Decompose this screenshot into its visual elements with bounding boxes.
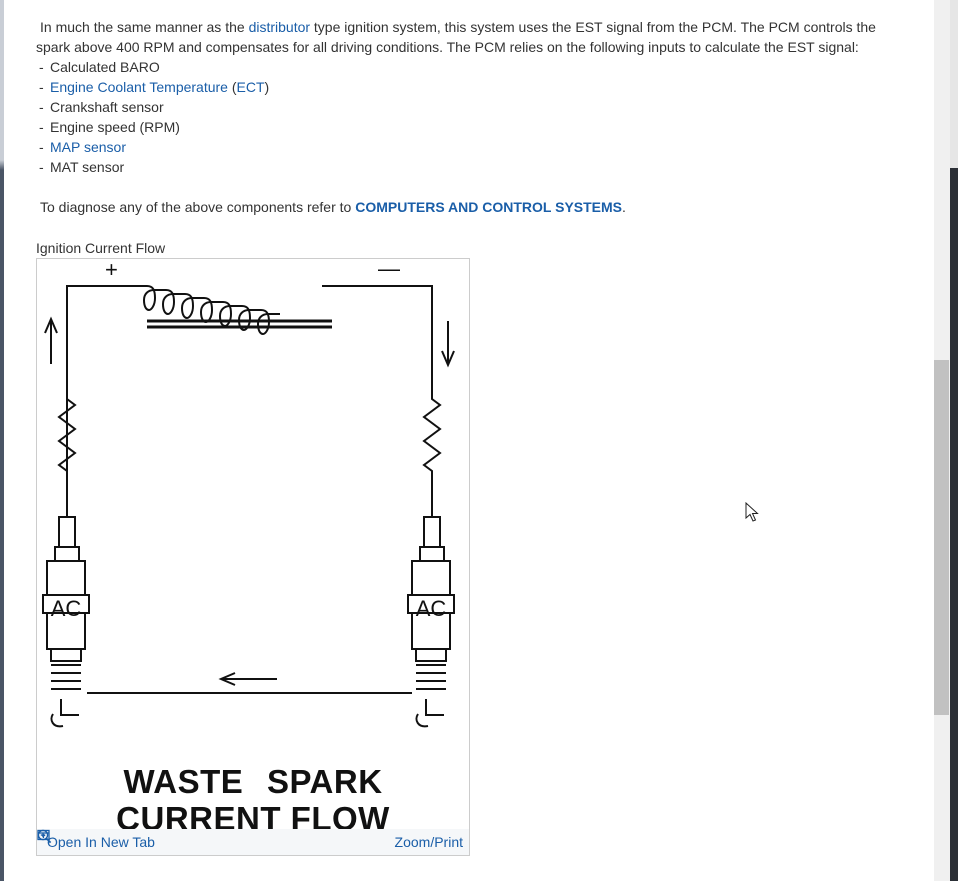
minus-sign: — (378, 259, 400, 281)
left-resistor (57, 379, 77, 517)
article-content: In much the same manner as the distribut… (36, 17, 906, 217)
left-arrow (218, 672, 277, 686)
figure-title-line-1: WASTE SPARK (123, 763, 383, 800)
intro-paragraph: In much the same manner as the distribut… (36, 17, 906, 57)
open-in-new-tab-label: Open In New Tab (47, 834, 155, 850)
left-plug-label: AC (51, 596, 82, 621)
list-item: -Calculated BARO (39, 59, 160, 75)
zoom-print-label: Zoom/Print (394, 834, 463, 850)
left-window-edge (0, 0, 4, 881)
down-arrow (441, 321, 455, 368)
right-spark-plug (407, 516, 455, 728)
diagnose-paragraph: To diagnose any of the above components … (40, 199, 626, 215)
list-item: -Engine Coolant Temperature (ECT) (39, 79, 270, 95)
list-item-text: Engine speed (RPM) (50, 119, 180, 135)
plus-sign: + (105, 259, 118, 282)
list-item: -MAT sensor (39, 159, 125, 175)
ignition-figure: + — AC AC WASTE SPARK CURRENT FLOW Open … (36, 258, 470, 856)
engine-coolant-temperature-link[interactable]: Engine Coolant Temperature (50, 79, 228, 95)
list-item-text: MAT sensor (50, 159, 125, 175)
intro-text-1: In much the same manner as the (40, 19, 249, 35)
scrollbar-thumb[interactable] (934, 360, 949, 715)
coil-core (147, 319, 332, 329)
up-arrow (44, 316, 58, 364)
list-item-text: Crankshaft sensor (50, 99, 164, 115)
map-sensor-link[interactable]: MAP sensor (50, 139, 126, 155)
ect-link[interactable]: ECT (236, 79, 265, 95)
distributor-link[interactable]: distributor (248, 19, 311, 35)
list-item-text: Calculated BARO (50, 59, 160, 75)
left-wire (66, 285, 147, 499)
figure-caption: Ignition Current Flow (36, 240, 166, 256)
left-spark-plug (42, 516, 90, 728)
intro-text-2: type ignition system, this system uses t… (36, 19, 876, 55)
list-item: -Engine speed (RPM) (39, 119, 180, 135)
open-in-new-tab-button[interactable]: Open In New Tab (37, 829, 155, 850)
figure-toolbar: Open In New Tab Zoom/Print (37, 829, 469, 855)
list-item: -MAP sensor (39, 139, 126, 155)
list-item: -Crankshaft sensor (39, 99, 164, 115)
waste-spark-diagram: + — AC AC (42, 259, 455, 728)
right-resistor (422, 379, 442, 517)
right-window-edge (950, 0, 958, 881)
computers-and-control-systems-link[interactable]: COMPUTERS AND CONTROL SYSTEMS (355, 199, 623, 215)
zoom-print-button[interactable]: Zoom/Print (37, 829, 463, 850)
mouse-cursor-icon (745, 501, 759, 525)
input-list: -Calculated BARO -Engine Coolant Tempera… (36, 57, 906, 177)
right-plug-label: AC (416, 596, 447, 621)
right-wire (322, 285, 433, 379)
article-page: In much the same manner as the distribut… (4, 0, 934, 881)
